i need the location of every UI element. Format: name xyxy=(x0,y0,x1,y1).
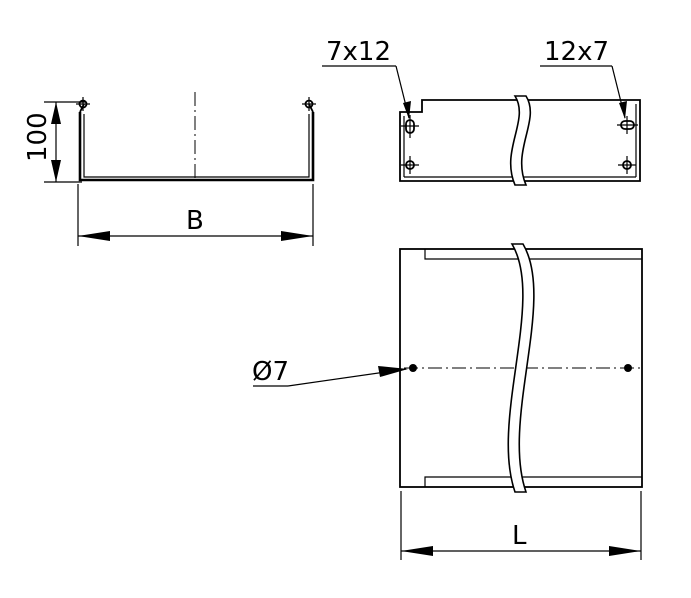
height-dim-label: 100 xyxy=(23,112,53,162)
hole-left-icon xyxy=(409,364,417,372)
side-view: 7x12 12x7 xyxy=(322,37,641,186)
channel-inner-line xyxy=(83,114,310,178)
hole-right-label: 12x7 xyxy=(544,37,609,67)
height-dimension: 100 xyxy=(23,101,86,183)
top-break-line xyxy=(507,243,535,493)
width-dim-label: B xyxy=(186,206,204,236)
slot-right-lower-icon xyxy=(618,156,636,174)
leader-7x12: 7x12 xyxy=(322,37,411,119)
leader-diameter: Ø7 xyxy=(252,357,408,387)
right-flange xyxy=(308,103,314,113)
cross-section-view: 100 B xyxy=(23,92,316,246)
channel-profile xyxy=(78,112,315,182)
slot-7x12-icon xyxy=(401,115,419,138)
hole-right-icon xyxy=(624,364,632,372)
side-break-line xyxy=(509,95,532,186)
slot-left-lower-icon xyxy=(401,156,419,174)
hole-left-label: 7x12 xyxy=(326,37,391,67)
left-flange-bolt-icon xyxy=(76,97,90,111)
width-dimension: B xyxy=(77,184,314,246)
slot-12x7-icon xyxy=(617,116,638,134)
top-view: Ø7 L xyxy=(252,243,643,560)
length-dim-label: L xyxy=(512,521,527,551)
leader-12x7: 12x7 xyxy=(540,37,627,119)
right-flange-bolt-icon xyxy=(302,97,316,111)
length-dimension: L xyxy=(400,491,642,560)
side-outline xyxy=(399,99,641,182)
hole-diameter-label: Ø7 xyxy=(252,357,289,387)
